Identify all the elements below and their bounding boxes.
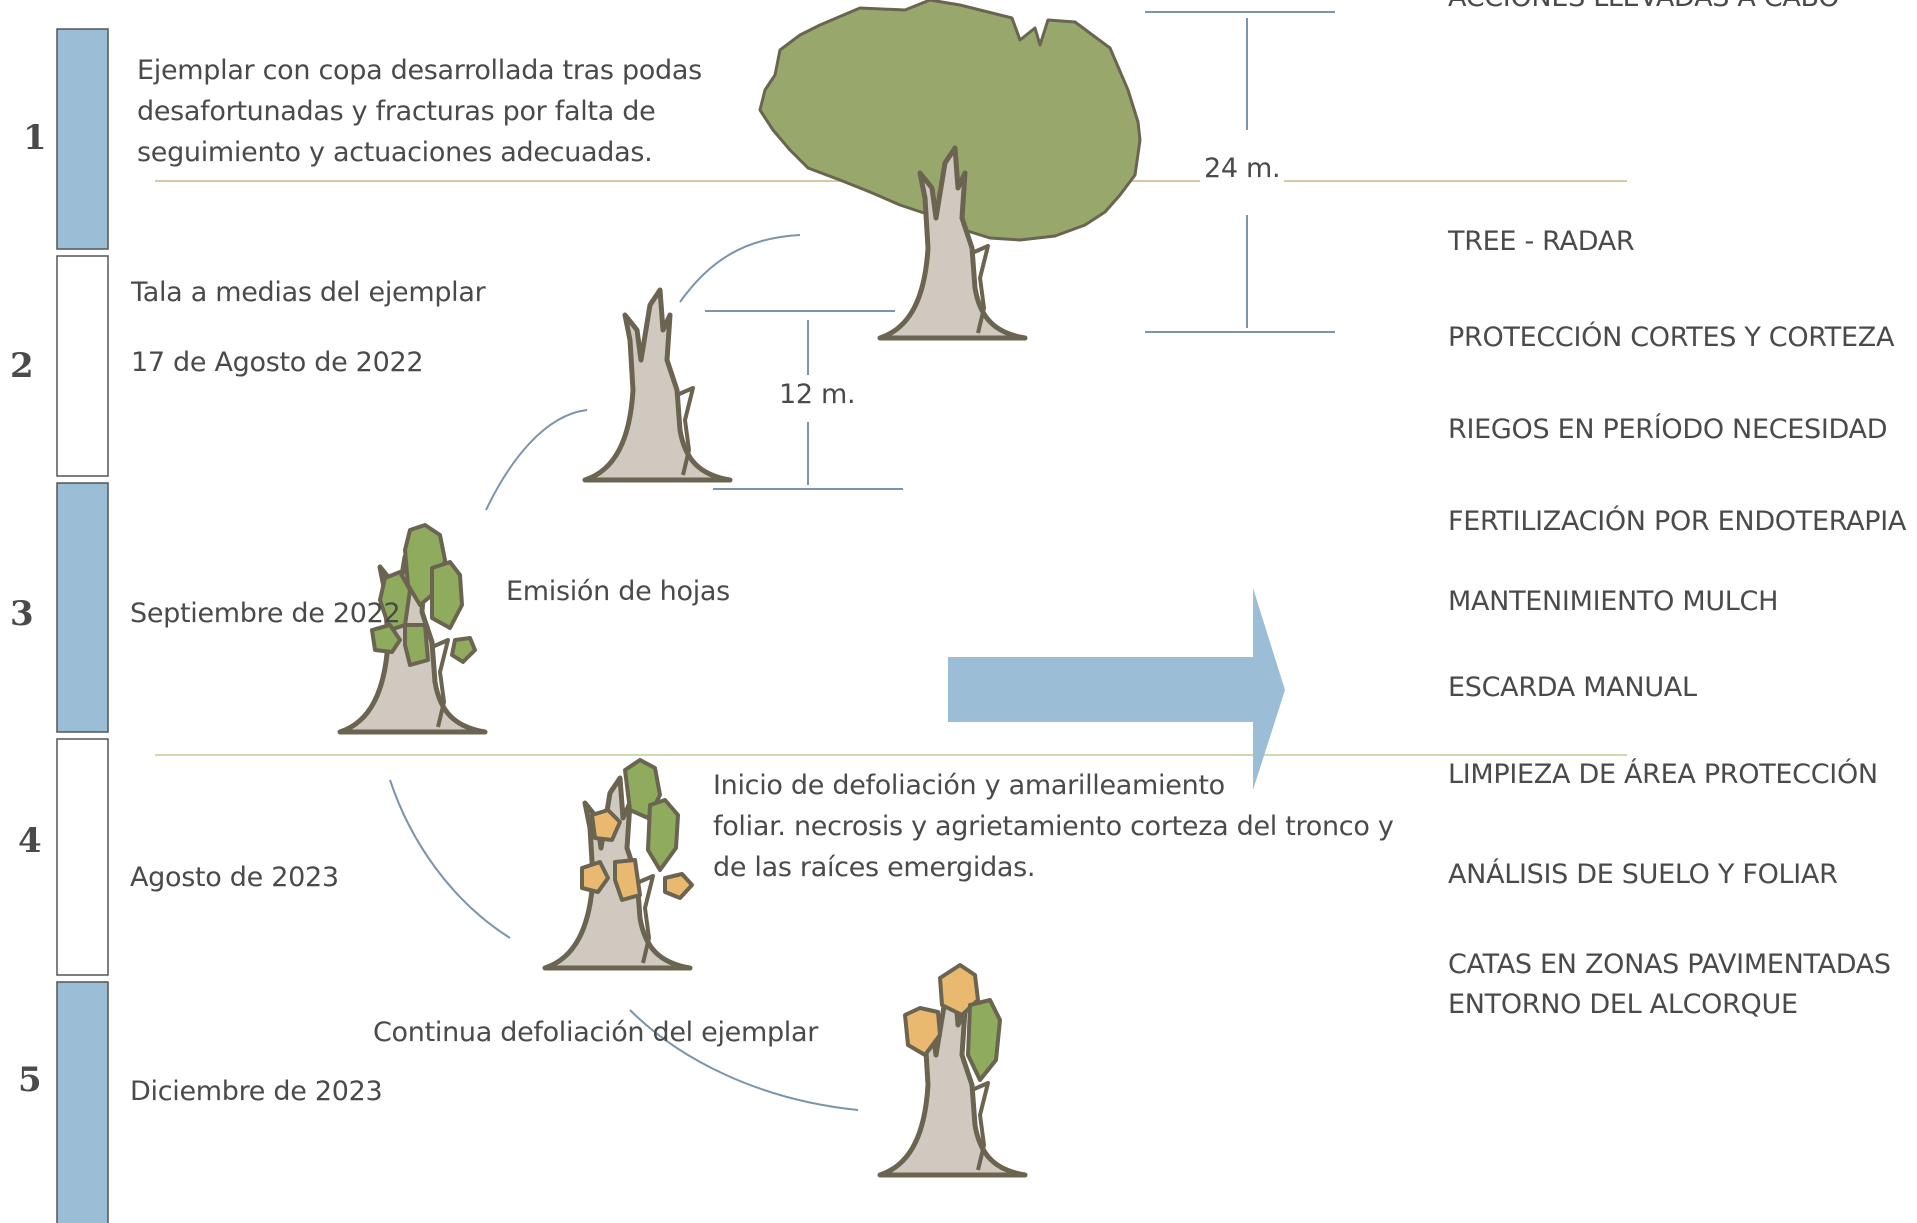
- phase-5-note: Continua defoliación del ejemplar: [373, 1017, 819, 1048]
- action-item: FERTILIZACIÓN POR ENDOTERAPIA: [1448, 506, 1907, 537]
- phase-bar-3: [56, 482, 109, 733]
- phase-1-line-1: Ejemplar con copa desarrollada tras poda…: [137, 55, 702, 86]
- phase-4-description: Inicio de defoliación y amarilleamiento …: [713, 765, 1394, 888]
- tree-yellowing: [545, 758, 694, 968]
- action-item: ANÁLISIS DE SUELO Y FOLIAR: [1448, 859, 1838, 890]
- action-item: MANTENIMIENTO MULCH: [1448, 586, 1779, 617]
- phase-4-line-1: Inicio de defoliación y amarilleamiento: [713, 770, 1225, 801]
- action-item: CATAS EN ZONAS PAVIMENTADAS: [1448, 949, 1891, 980]
- phase-2-date: 17 de Agosto de 2022: [131, 347, 424, 378]
- phase-bar-1: [56, 28, 109, 250]
- phase-3-note: Emisión de hojas: [506, 576, 730, 607]
- phase-number-2: 2: [10, 346, 34, 386]
- phase-2-title: Tala a medias del ejemplar: [131, 277, 486, 308]
- phase-4-line-3: de las raíces emergidas.: [713, 852, 1036, 883]
- action-item: PROTECCIÓN CORTES Y CORTEZA: [1448, 322, 1895, 353]
- tree-leaf-emission: [340, 523, 485, 732]
- timeline-curves: [389, 234, 859, 1111]
- actions-header: ACCIONES LLEVADAS A CABO: [1448, 0, 1840, 18]
- tree-cut-trunk: [585, 290, 730, 480]
- phase-bar-4: [56, 738, 109, 976]
- phase-number-1: 1: [23, 118, 47, 158]
- phase-1-description: Ejemplar con copa desarrollada tras poda…: [137, 50, 702, 173]
- action-item: RIEGOS EN PERÍODO NECESIDAD: [1448, 414, 1888, 445]
- phase-3-date: Septiembre de 2022: [130, 598, 401, 629]
- phase-1-line-3: seguimiento y actuaciones adecuadas.: [137, 137, 653, 168]
- height-measure-12m: [705, 310, 903, 490]
- measure-24m-label: 24 m.: [1200, 148, 1285, 189]
- phase-number-5: 5: [18, 1060, 42, 1100]
- phase-number-3: 3: [10, 594, 34, 634]
- actions-arrow: [948, 588, 1285, 790]
- tree-full-crown: [758, 0, 1142, 338]
- phase-bar-5: [56, 981, 109, 1223]
- phase-bar-2: [56, 255, 109, 477]
- measure-12m-label: 12 m.: [779, 379, 856, 410]
- action-item: ENTORNO DEL ALCORQUE: [1448, 989, 1798, 1020]
- height-measure-24m: [1145, 11, 1335, 333]
- tree-defoliation: [880, 963, 1025, 1175]
- phase-4-date: Agosto de 2023: [130, 862, 339, 893]
- action-item: TREE - RADAR: [1448, 226, 1635, 257]
- phase-5-date: Diciembre de 2023: [130, 1076, 383, 1107]
- phase-4-line-2: foliar. necrosis y agrietamiento corteza…: [713, 811, 1394, 842]
- action-item: ESCARDA MANUAL: [1448, 672, 1697, 703]
- phase-number-4: 4: [18, 821, 42, 861]
- phase-1-line-2: desafortunadas y fracturas por falta de: [137, 96, 656, 127]
- action-item: LIMPIEZA DE ÁREA PROTECCIÓN: [1448, 759, 1878, 790]
